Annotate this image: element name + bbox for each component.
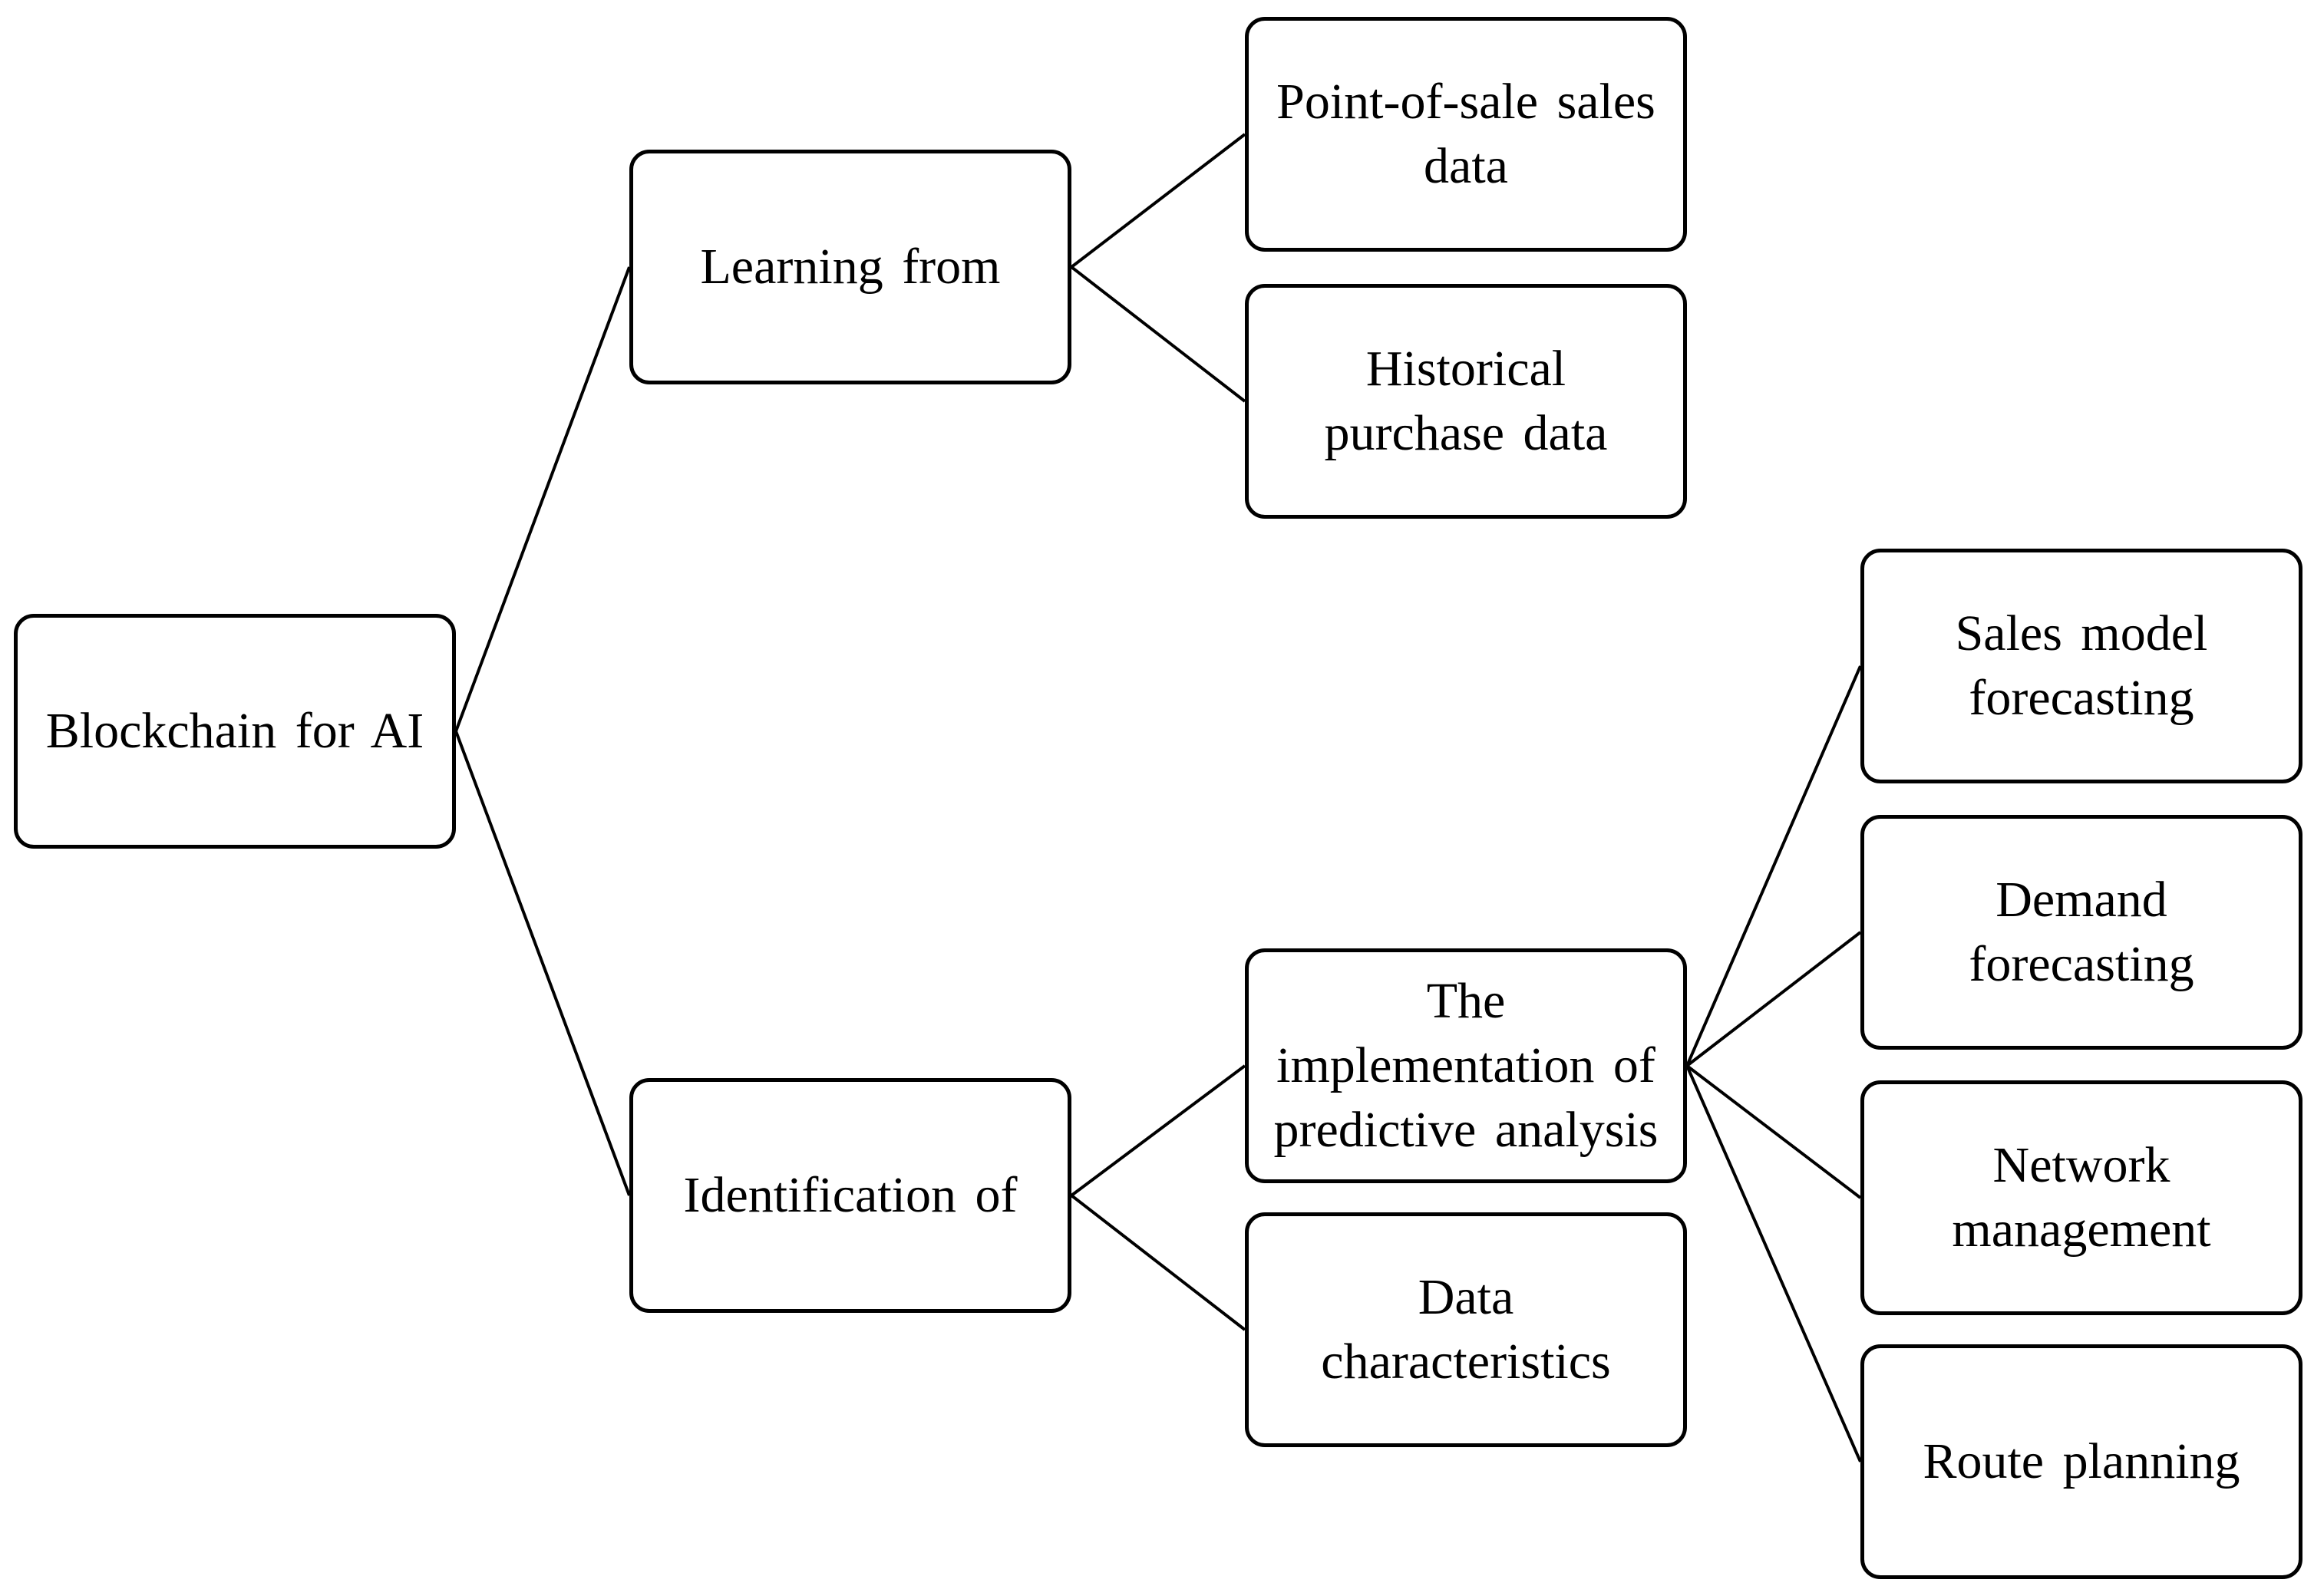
connector-line	[1070, 265, 1246, 403]
node-label: Learning from	[700, 239, 1001, 295]
node-label: Demand forecasting	[1969, 872, 2194, 992]
connector-line	[1685, 1064, 1862, 1199]
node-label: Historical purchase data	[1324, 341, 1608, 461]
node-learning-from: Learning from	[629, 150, 1071, 384]
node-data-characteristics: Data characteristics	[1245, 1212, 1687, 1447]
connector-line	[1070, 1064, 1246, 1197]
connector-line	[1685, 931, 1862, 1067]
connector-line	[1070, 133, 1246, 269]
connector-line	[1685, 665, 1862, 1067]
node-implementation-of-predictive-analysis: The implementation of predictive analysi…	[1245, 948, 1687, 1183]
node-historical-purchase-data: Historical purchase data	[1245, 284, 1687, 519]
node-point-of-sale-sales-data: Point-of-sale sales data	[1245, 17, 1687, 252]
connector-line	[1070, 1194, 1246, 1331]
node-label: The implementation of predictive analysi…	[1273, 973, 1659, 1158]
node-blockchain-for-ai: Blockchain for AI	[14, 614, 456, 849]
connector-line	[1685, 1065, 1862, 1462]
node-label: Blockchain for AI	[45, 703, 424, 759]
node-identification-of: Identification of	[629, 1078, 1071, 1313]
node-label: Data characteristics	[1321, 1269, 1611, 1390]
node-label: Route planning	[1923, 1433, 2240, 1489]
connector-line	[454, 730, 631, 1196]
node-demand-forecasting: Demand forecasting	[1860, 815, 2302, 1050]
node-label: Sales model forecasting	[1955, 605, 2208, 726]
node-label: Point-of-sale sales data	[1276, 74, 1655, 194]
node-label: Identification of	[683, 1167, 1018, 1223]
connector-line	[454, 266, 631, 732]
node-sales-model-forecasting: Sales model forecasting	[1860, 549, 2302, 783]
node-route-planning: Route planning	[1860, 1344, 2302, 1579]
node-network-management: Network management	[1860, 1080, 2302, 1315]
node-label: Network management	[1952, 1137, 2211, 1258]
